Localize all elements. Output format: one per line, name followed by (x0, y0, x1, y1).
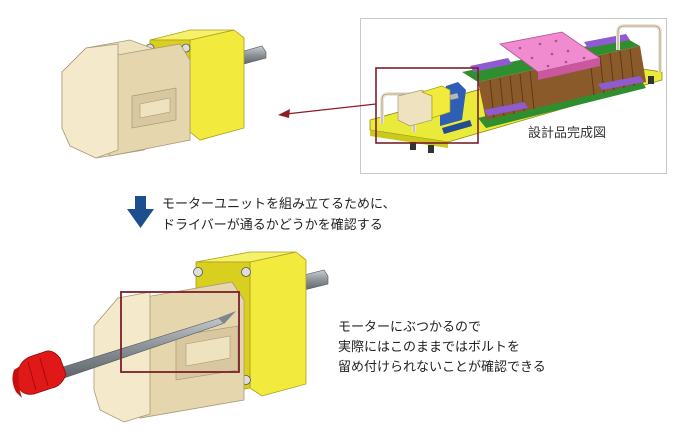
motor-unit-top (61, 29, 267, 159)
screwdriver-handle (17, 350, 67, 395)
inset-purple-cover (484, 102, 528, 116)
screw-head (241, 267, 251, 277)
inset-foot (410, 142, 416, 150)
inset-table-holes (518, 39, 586, 68)
screwdriver-tip (218, 311, 236, 324)
process-down-arrow (127, 196, 154, 228)
screwdriver (12, 311, 236, 398)
inset-motor-gear (420, 85, 451, 119)
inset-foot (648, 76, 654, 84)
inset-purple-cover (598, 76, 644, 90)
result-caption: モーターにぶつかるので 実際にはこのままではボルトを 留め付けられないことが確認… (338, 318, 546, 378)
finished-assembly-illustration (369, 24, 663, 153)
result-caption-line: 実際にはこのままではボルトを (338, 340, 521, 355)
callout-arrow (278, 103, 377, 118)
gearbox-front (189, 29, 245, 141)
finished-design-label: 設計品完成図 (528, 126, 607, 141)
result-caption-line: モーターにぶつかるので (338, 320, 482, 335)
motor-unit-bottom (93, 251, 329, 423)
inset-pink-table-side (538, 58, 600, 80)
motor-end-cap (61, 43, 119, 159)
inset-motor-highlight-frame (375, 67, 479, 144)
step-caption-line: モーターユニットを組み立てるために、 (162, 197, 396, 212)
result-caption-line: 留め付けられないことが確認できる (338, 360, 546, 375)
inset-motor-body (397, 89, 433, 127)
inset-foot (428, 145, 434, 153)
inset-ball-screw (478, 46, 646, 120)
step-caption: モーターユニットを組み立てるために、 ドライバーが通るかどうかを確認する (162, 194, 396, 236)
gearbox-front (249, 251, 307, 397)
step-caption-line: ドライバーが通るかどうかを確認する (162, 218, 383, 233)
screw-head (193, 267, 203, 277)
interference-highlight-frame (120, 291, 240, 373)
inset-purple-cover (470, 58, 512, 72)
